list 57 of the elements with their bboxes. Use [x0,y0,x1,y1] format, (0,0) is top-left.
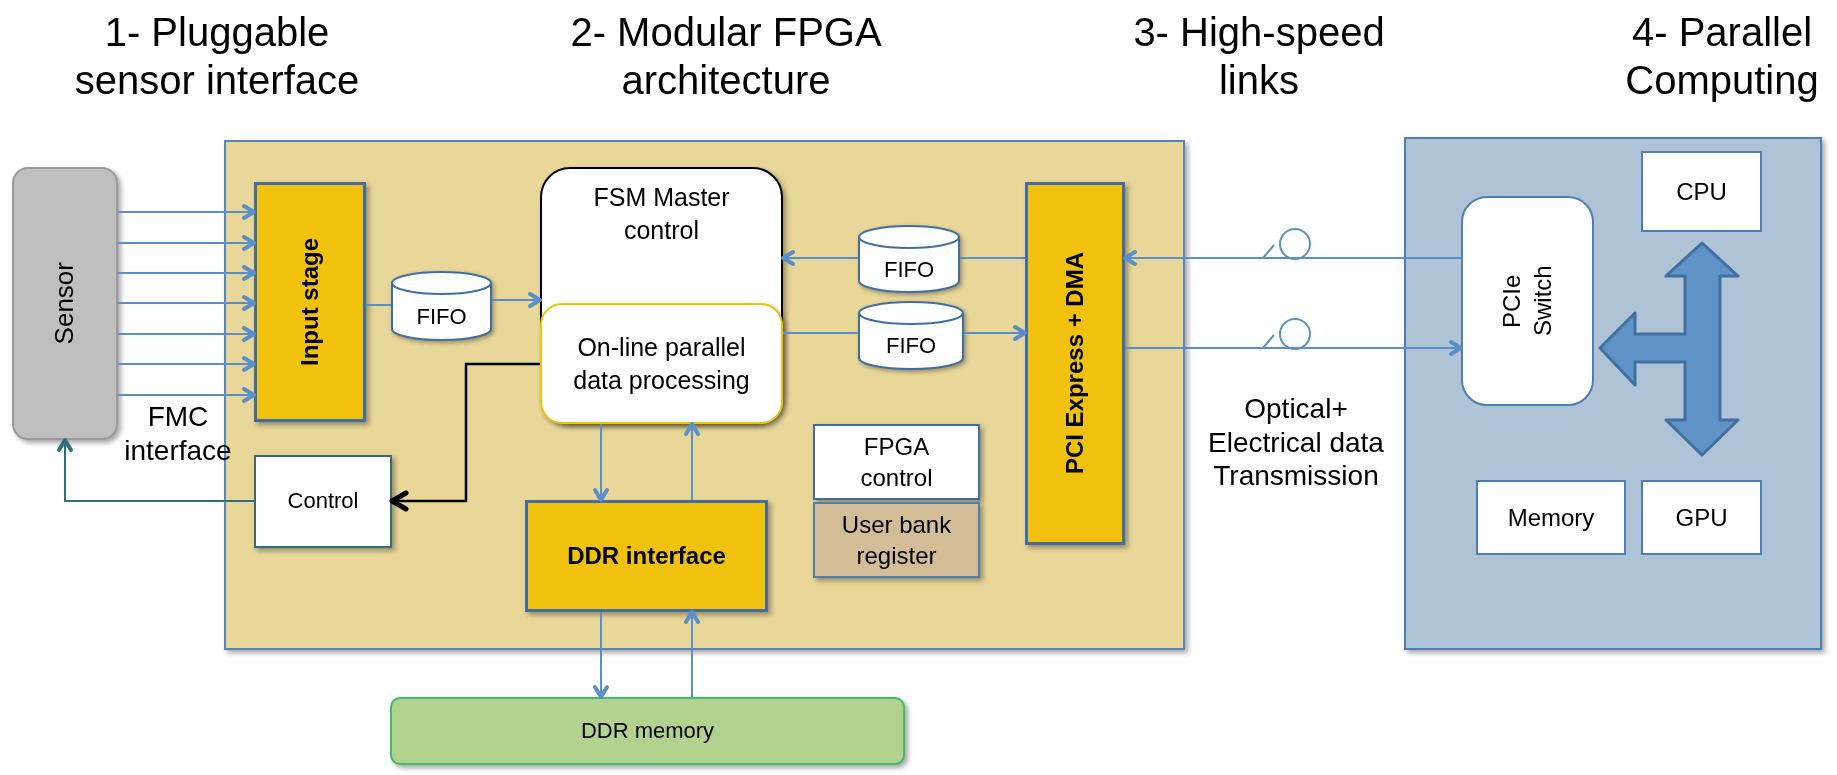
arrow [1123,250,1462,266]
interface-block [1025,182,1125,545]
sensor-block [12,167,118,440]
arrow [117,204,256,220]
arrow [117,326,256,342]
register-block [813,424,980,500]
block-label: FSM Master control [592,182,731,246]
memory-block [390,697,905,765]
connector-line [365,304,392,306]
block-label: GPU [1675,502,1728,533]
block-label: DDR memory [580,716,715,745]
control-block [254,455,392,548]
column-heading: 3- High-speed links [1132,9,1386,104]
arrow [593,611,609,699]
arrow [117,235,256,251]
arrow [117,265,256,281]
block-label: On-line parallel data processing [572,332,751,396]
annotation-text: Optical+ Electrical data Transmission [1207,392,1385,493]
arrow [117,356,256,372]
block-label: FPGA control [859,431,934,493]
block-label: FIFO [883,255,935,284]
block-label: PCI Express + DMA [1060,252,1090,475]
block-label: PCIe Switch [1497,264,1558,339]
arrow [684,422,700,501]
arrow [1124,340,1463,356]
block-label: User bank register [840,509,953,571]
arrow [117,295,256,311]
block-label: DDR interface [567,541,726,572]
arrow [593,423,609,502]
block-label: Control [287,487,359,516]
register-block [813,502,980,578]
block-label: Sensor [48,262,81,345]
arrow [963,325,1027,341]
connector-line [959,257,1026,259]
arrow [684,610,700,698]
arrow [491,292,542,308]
connector-line [782,332,859,334]
control-block [540,167,783,424]
arrow [117,387,256,403]
host-computer-panel [1404,137,1822,650]
block-label: Memory [1507,502,1595,533]
column-heading: 4- Parallel Computing [1624,9,1820,104]
process-block [254,182,366,422]
memory-block [1476,480,1626,555]
block-label: CPU [1676,176,1727,207]
column-heading: 2- Modular FPGA architecture [569,9,883,104]
block-label: Input stage [295,238,325,366]
process-block [540,303,783,424]
processor-block [1641,480,1762,555]
block-label: FIFO [416,302,467,331]
column-heading: 1- Pluggable sensor interface [73,9,361,104]
switch-block [1461,196,1594,406]
arrow [389,362,540,512]
arrow [781,250,859,266]
interface-block [525,500,768,612]
processor-block [1641,151,1762,232]
block-label: FIFO [885,332,937,361]
